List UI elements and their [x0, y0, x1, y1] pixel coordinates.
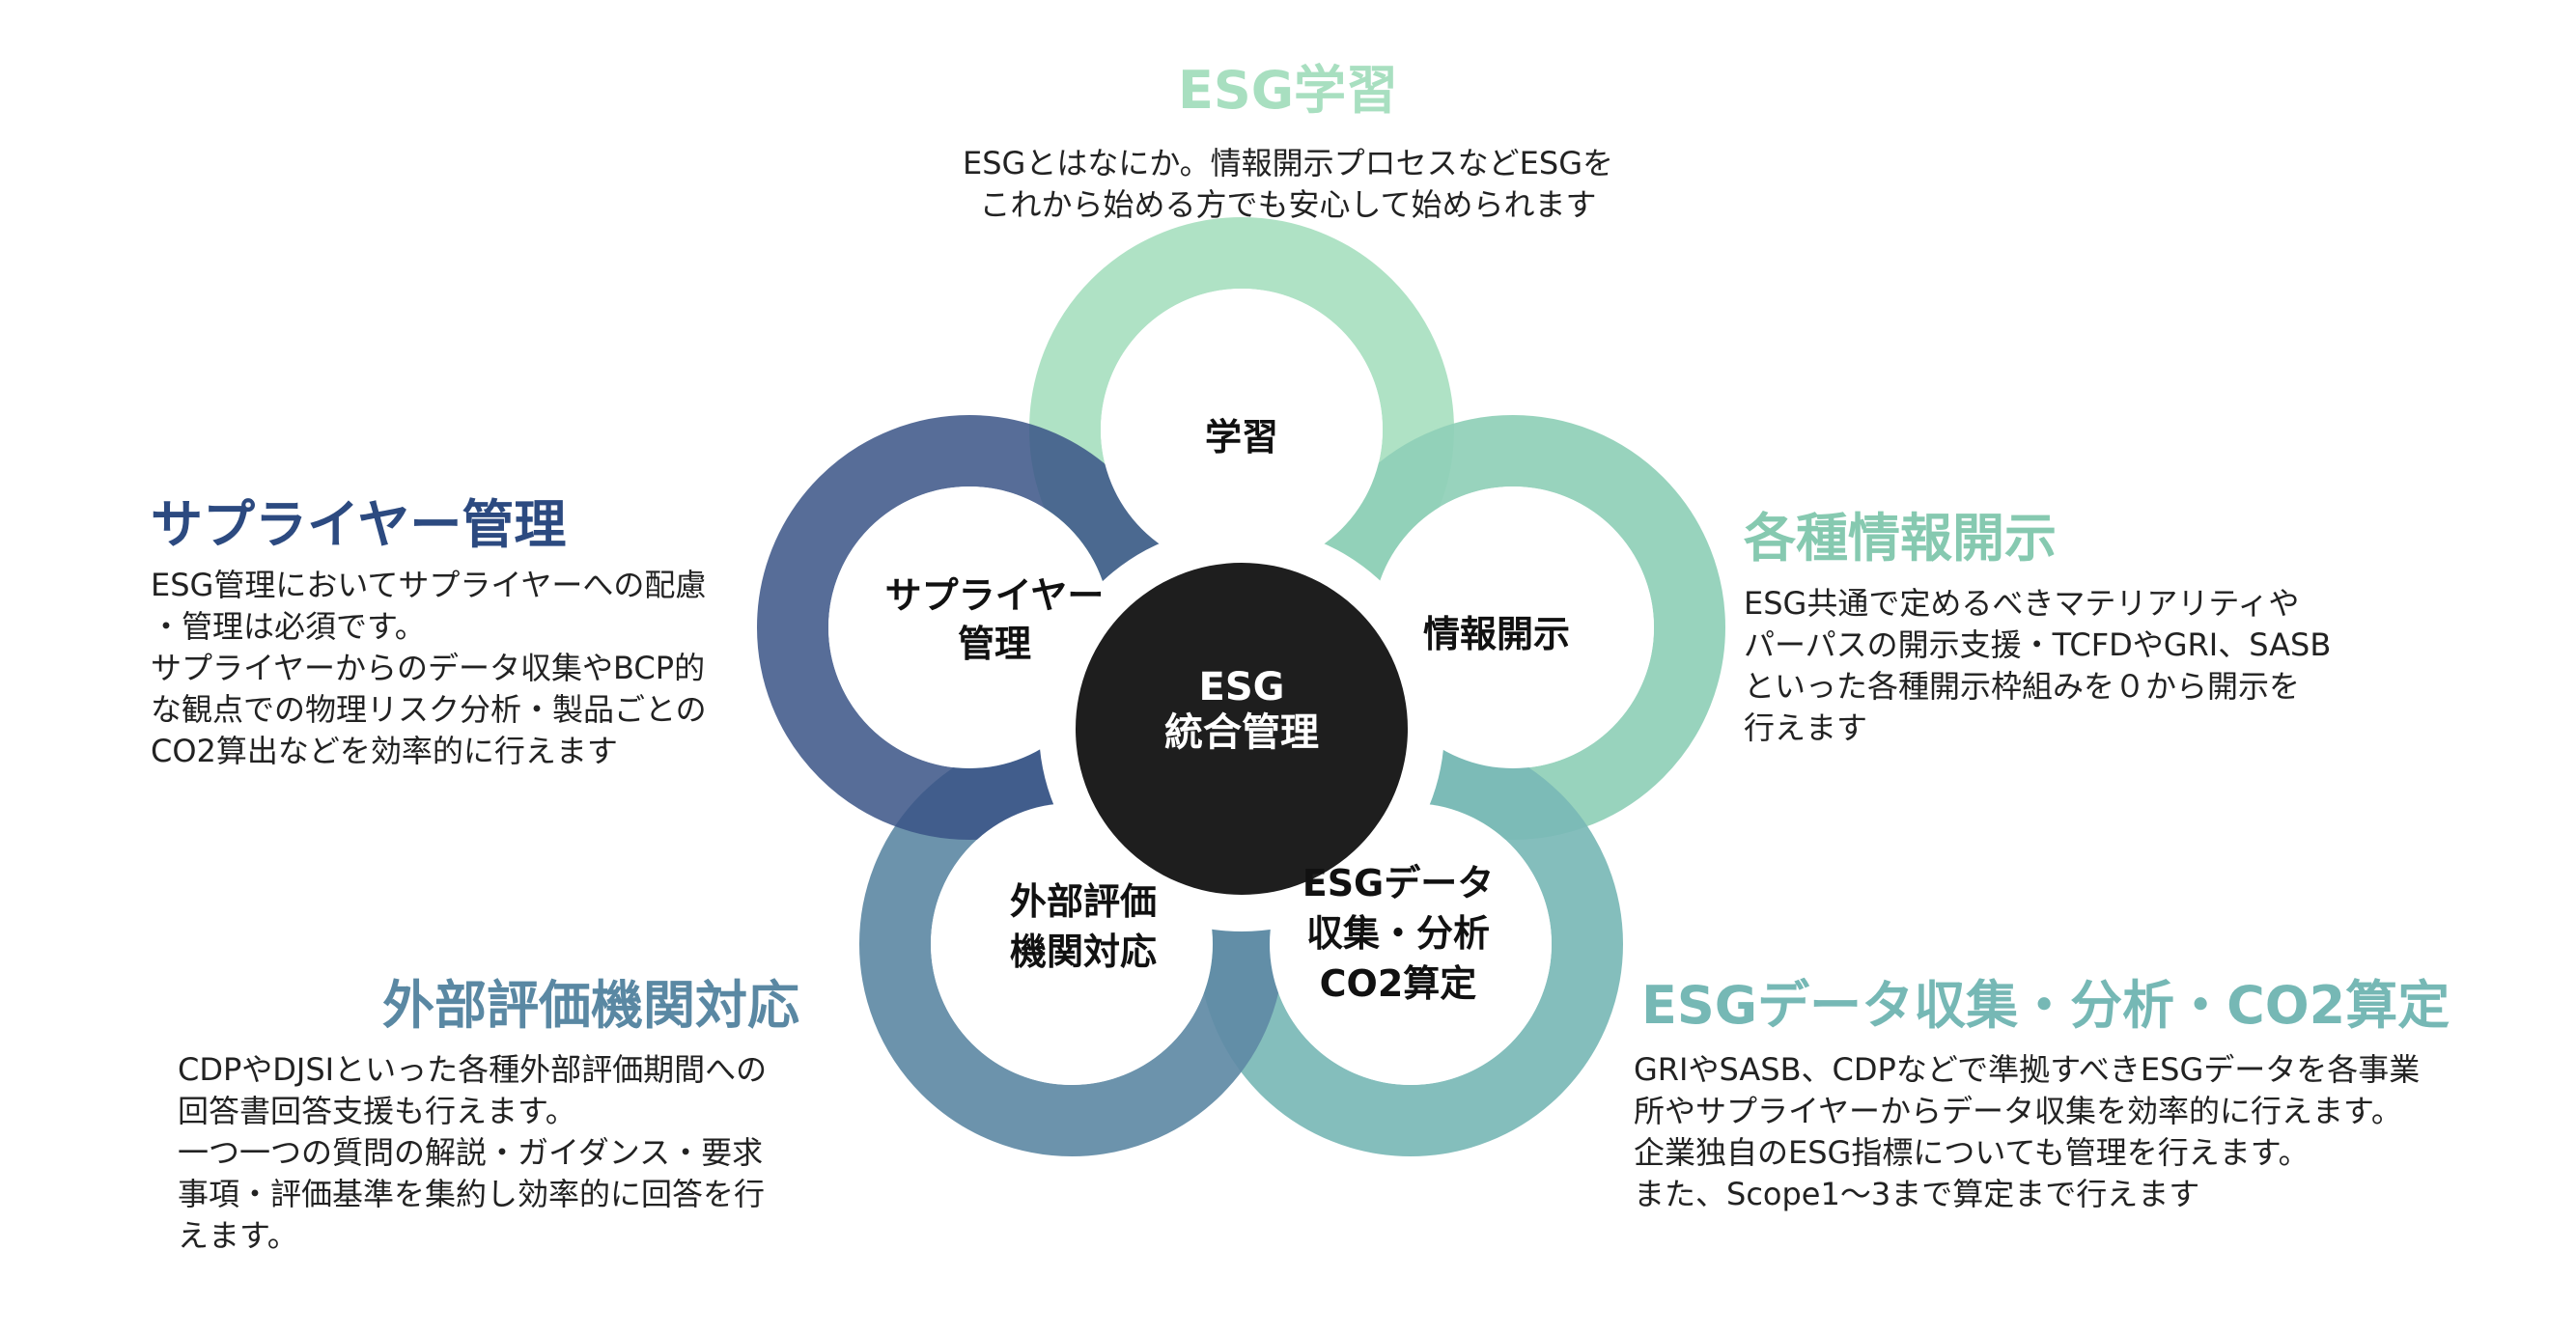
section-disclosure-line: ESG共通で定めるべきマテリアリティや: [1744, 585, 2300, 622]
section-external-line: 回答書回答支援も行えます。: [178, 1093, 576, 1129]
section-data-title: ESGデータ収集・分析・CO2算定: [1641, 975, 2450, 1036]
petal-label-disclosure: 情報開示: [1423, 613, 1570, 655]
petal-learning: [1101, 289, 1383, 570]
section-learning-desc: ESGとはなにか。情報開示プロセスなどESGを これから始める方でも安心して始め…: [0, 143, 2576, 226]
center-label-line1: ESG: [1199, 665, 1285, 709]
petal-label-external-1: 外部評価: [1010, 880, 1157, 923]
section-external-line: CDPやDJSIといった各種外部評価期間への: [178, 1051, 768, 1088]
section-disclosure-line: といった各種開示枠組みを０から開示を: [1744, 668, 2301, 705]
section-disclosure-desc: ESG共通で定めるべきマテリアリティや パーパスの開示支援・TCFDやGRI、S…: [1744, 583, 2331, 749]
section-data-line: また、Scope1〜3まで算定まで行えます: [1634, 1176, 2200, 1212]
section-data-line: 企業独自のESG指標についても管理を行えます。: [1634, 1134, 2310, 1171]
section-external-line: 事項・評価基準を集約し効率的に回答を行: [178, 1176, 766, 1212]
section-data-line: 所やサプライヤーからデータ収集を効率的に行えます。: [1634, 1093, 2402, 1129]
petal-label-supplier-2: 管理: [958, 623, 1031, 665]
petal-label-external-2: 機関対応: [1010, 931, 1157, 973]
section-learning-title: ESG学習: [1177, 60, 1399, 121]
section-disclosure-line: パーパスの開示支援・TCFDやGRI、SASB: [1744, 626, 2332, 663]
petal-label-learning: 学習: [1205, 416, 1278, 459]
section-supplier-title: サプライヤー管理: [151, 494, 567, 555]
section-external-desc: CDPやDJSIといった各種外部評価期間への 回答書回答支援も行えます。 一つ一…: [178, 1049, 767, 1257]
petal-disclosure: [1372, 486, 1654, 768]
section-external-title: 外部評価機関対応: [382, 975, 799, 1036]
section-external-line: えます。: [178, 1217, 298, 1254]
section-disclosure-title: 各種情報開示: [1744, 508, 2057, 569]
petal-label-data-3: CO2算定: [1320, 962, 1477, 1005]
section-supplier-line: ESG管理においてサプライヤーへの配慮: [151, 567, 707, 603]
section-supplier-line: ・管理は必須です。: [151, 608, 426, 645]
section-supplier-desc: ESG管理においてサプライヤーへの配慮 ・管理は必須です。 サプライヤーからのデ…: [151, 565, 707, 772]
section-data-line: GRIやSASB、CDPなどで準拠すべきESGデータを各事業: [1634, 1051, 2421, 1088]
center-label-line2: 統合管理: [1164, 710, 1319, 755]
section-learning-line: ESGとはなにか。情報開示プロセスなどESGを: [962, 145, 1614, 181]
petal-supplier: [828, 486, 1110, 768]
section-supplier-line: CO2算出などを効率的に行えます: [151, 733, 618, 769]
petal-label-data-2: 収集・分析: [1306, 912, 1490, 955]
section-learning-line: これから始める方でも安心して始められます: [979, 186, 1597, 223]
center-circle: [1076, 563, 1408, 895]
section-supplier-line: な観点での物理リスク分析・製品ごとの: [151, 691, 707, 728]
petal-label-data-1: ESGデータ: [1302, 862, 1495, 904]
section-external-line: 一つ一つの質問の解説・ガイダンス・要求: [178, 1134, 764, 1171]
petal-label-supplier-1: サプライヤー: [885, 574, 1105, 617]
section-supplier-line: サプライヤーからのデータ収集やBCP的: [151, 650, 706, 686]
section-disclosure-line: 行えます: [1744, 709, 1868, 746]
section-data-desc: GRIやSASB、CDPなどで準拠すべきESGデータを各事業 所やサプライヤーか…: [1634, 1049, 2420, 1215]
